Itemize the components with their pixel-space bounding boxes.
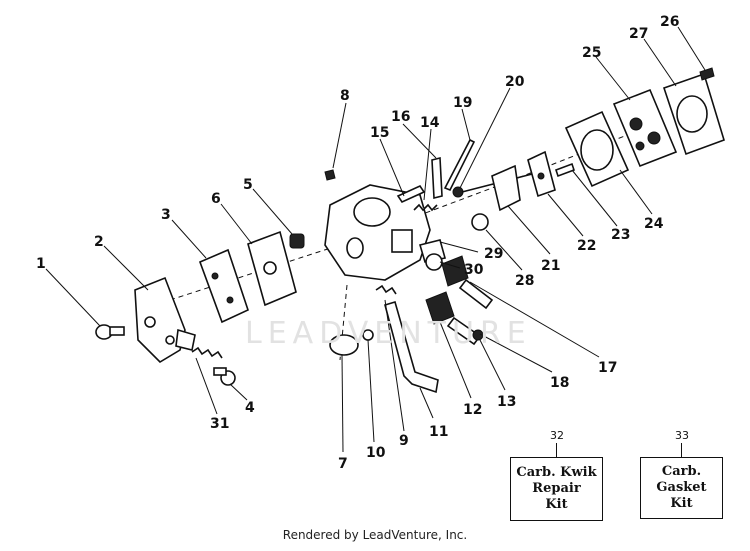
callout-3: 3 [161,207,171,223]
part-23-screw[interactable] [554,162,576,178]
callout-21: 21 [541,258,560,274]
callout-13: 13 [497,394,516,410]
part-15-needle[interactable] [396,184,426,204]
kit-33-line-3: Kit [670,496,693,511]
kit-33-line-1: Carb. [661,464,702,479]
callout-10: 10 [366,445,386,461]
footer-credit: Rendered by LeadVenture, Inc. [282,528,468,542]
part-27-pump-cover[interactable] [662,72,725,156]
part-28-plug[interactable] [471,213,489,231]
callout-9: 9 [399,433,409,449]
part-29-washer[interactable] [425,253,443,271]
callout-19: 19 [453,95,472,111]
kit-number-32: 32 [550,429,564,442]
kit-32-line-3: Kit [545,497,568,512]
part-8-screw[interactable] [324,169,336,181]
kit-32-line-2: Repair [532,481,581,496]
callout-labels: 1 2 3 4 5 6 7 8 9 10 11 12 13 14 15 16 1… [36,14,679,472]
callout-15: 15 [370,125,389,141]
kit-leader-32 [556,443,557,457]
part-14-spring[interactable] [413,203,438,212]
kit-33-gasket-kit[interactable]: Carb. Gasket Kit [640,457,723,519]
part-3-gasket[interactable] [198,248,249,324]
part-30-spring[interactable] [441,255,469,287]
callout-8: 8 [340,88,350,104]
callout-6: 6 [211,191,221,207]
callout-16: 16 [391,109,410,125]
part-12-spring[interactable] [425,291,455,325]
part-16-lever[interactable] [431,156,443,200]
part-18-needle[interactable] [446,316,482,346]
callout-18: 18 [550,375,569,391]
callout-2: 2 [94,234,104,250]
callout-24: 24 [644,216,664,232]
assembly-axis-vertical [339,284,348,361]
callout-23: 23 [611,227,630,243]
part-1-screw[interactable] [95,324,125,340]
part-5-spring[interactable] [289,233,305,249]
callout-7: 7 [338,456,348,472]
callout-5: 5 [243,177,253,193]
callout-17: 17 [598,360,617,376]
part-6-diaphragm[interactable] [247,230,297,307]
kit-32-line-1: Carb. Kwik [516,465,597,480]
carburetor-body [324,184,447,281]
callout-31: 31 [210,416,229,432]
part-26-screw[interactable] [699,67,715,81]
part-22-lever[interactable] [527,150,556,198]
callout-22: 22 [577,238,596,254]
callout-1: 1 [36,256,46,272]
kit-leader-33 [681,443,682,457]
part-17-needle[interactable] [458,278,494,310]
watermark: LEADVENTURE [245,316,532,351]
leader-lines [45,26,706,453]
callout-28: 28 [515,273,534,289]
callout-12: 12 [463,402,482,418]
callout-4: 4 [245,400,255,416]
part-11-lever[interactable] [384,301,439,394]
part-7-disc[interactable] [329,334,359,356]
kit-32-repair-kit[interactable]: Carb. Kwik Repair Kit [510,457,603,521]
part-25-pump-body[interactable] [612,88,678,168]
callout-30: 30 [464,262,484,278]
part-21-throttle-plate[interactable] [491,164,521,212]
part-13-screw[interactable] [472,329,484,341]
callout-20: 20 [505,74,525,90]
callout-11: 11 [429,424,448,440]
part-24-gasket[interactable] [564,110,630,188]
kit-number-33: 33 [675,429,689,442]
kit-33-line-2: Gasket [656,480,707,495]
part-4-screw[interactable] [213,367,236,386]
callout-26: 26 [660,14,679,30]
part-2-cover[interactable] [134,276,196,364]
part-31-spring[interactable] [191,346,223,359]
part-9-spring[interactable] [375,284,397,295]
callout-27: 27 [629,26,648,42]
callout-14: 14 [420,115,440,131]
callout-25: 25 [582,45,601,61]
callout-29: 29 [484,246,503,262]
part-19-pin[interactable] [443,138,476,192]
